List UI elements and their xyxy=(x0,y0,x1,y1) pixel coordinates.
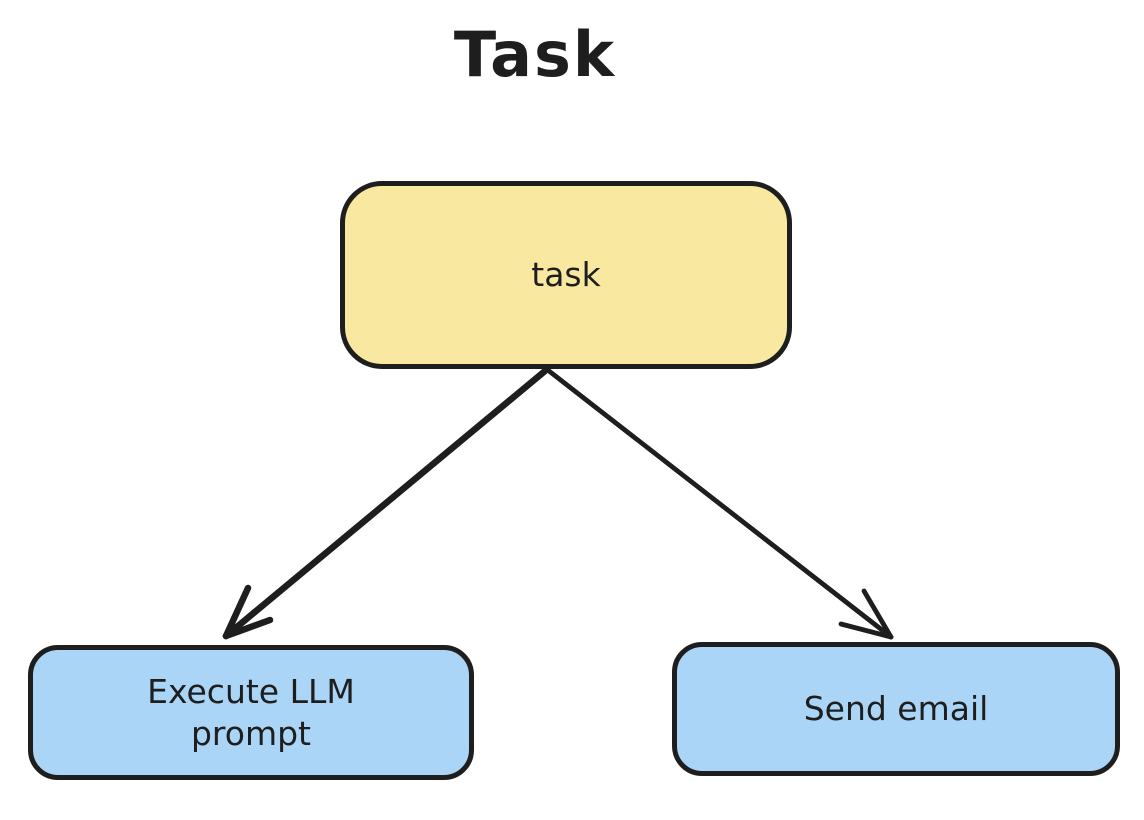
node-send-email-label: Send email xyxy=(803,689,989,729)
node-execute-llm-prompt: Execute LLM prompt xyxy=(28,645,474,780)
diagram-title: Task xyxy=(453,18,617,91)
arrow-task-to-execute-llm-prompt xyxy=(222,367,549,640)
node-task-label: task xyxy=(531,255,601,295)
arrow-task-to-send-email xyxy=(546,368,894,640)
node-send-email: Send email xyxy=(672,642,1120,776)
node-task: task xyxy=(340,181,792,369)
node-execute-llm-prompt-label: Execute LLM prompt xyxy=(147,672,355,753)
